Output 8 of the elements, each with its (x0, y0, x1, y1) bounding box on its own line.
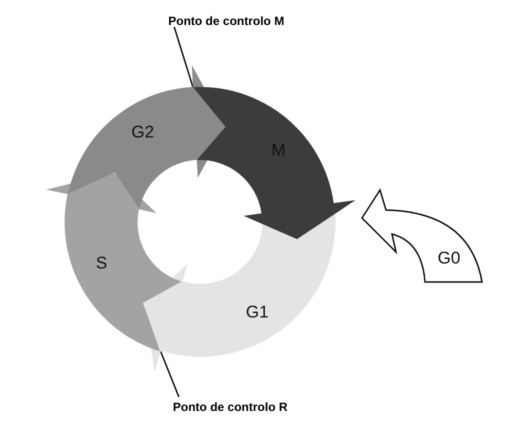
checkpoint-label: Ponto de controlo M (168, 14, 284, 28)
leader-line (174, 26, 194, 88)
phase-label: S (96, 254, 108, 272)
phase-label: G2 (131, 124, 154, 141)
leader-line (160, 350, 180, 398)
phase-label: G0 (438, 250, 460, 266)
checkpoint-label: Ponto de controlo R (172, 400, 288, 414)
phase-label: G1 (246, 303, 269, 320)
